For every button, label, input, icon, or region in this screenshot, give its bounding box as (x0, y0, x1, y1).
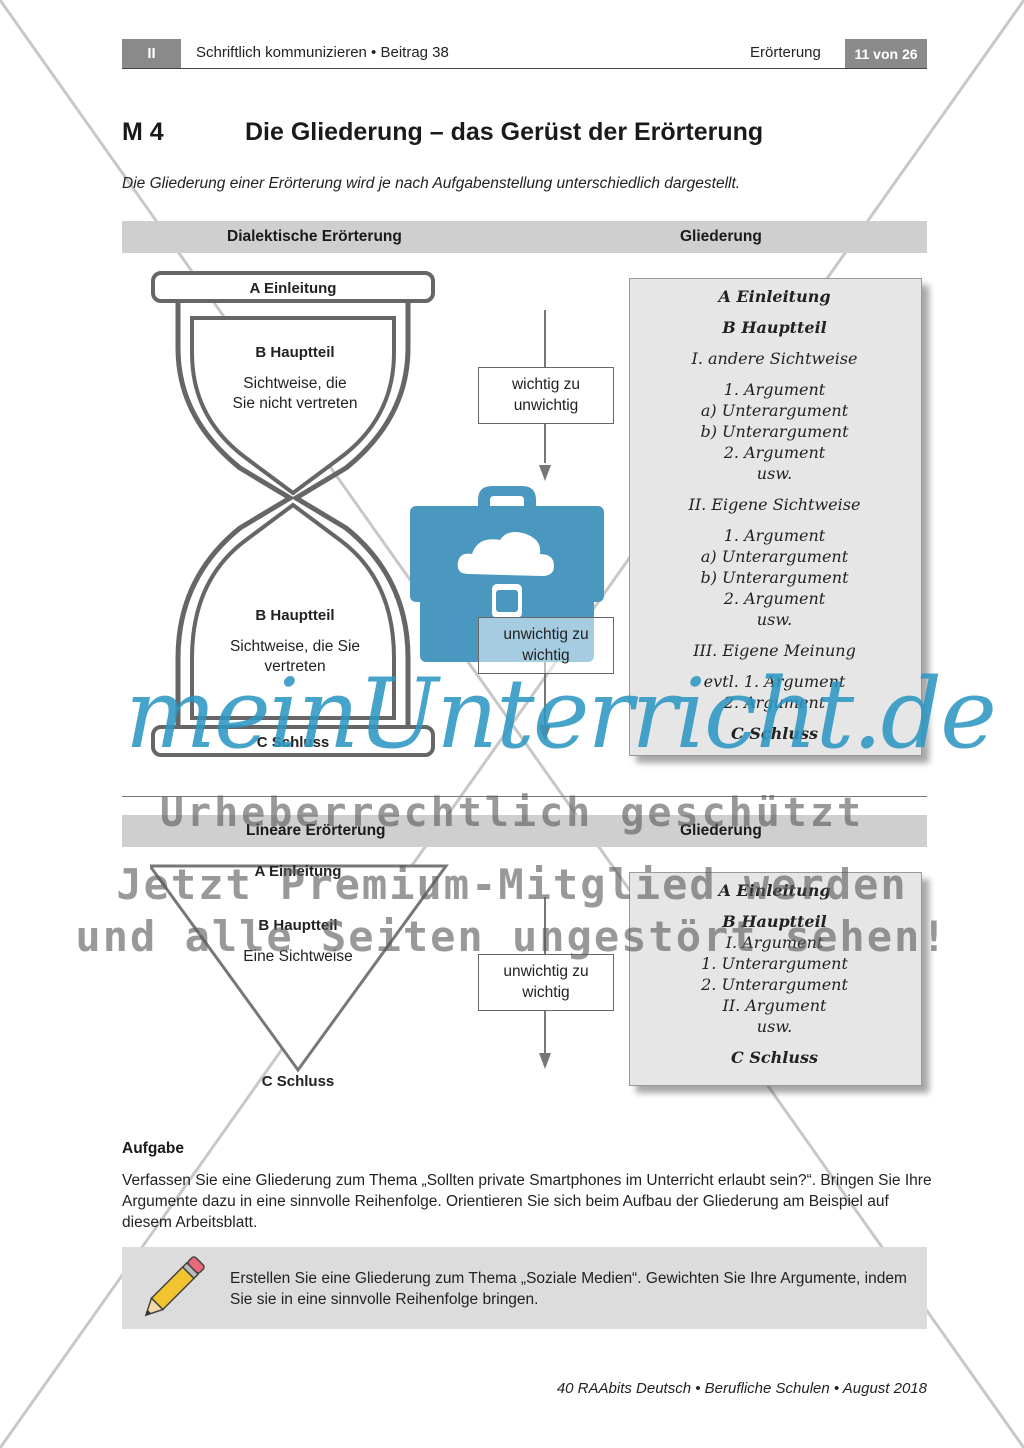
dialectic-intro-label: A Einleitung (249, 280, 337, 297)
linear-main-title: B Hauptteil (258, 917, 338, 934)
linear-arrow-label: unwichtig zu wichtig (478, 954, 614, 1011)
dialectic-outline-panel (629, 278, 922, 756)
section-divider (122, 796, 927, 797)
arrow-label-important-last: unwichtig zu wichtig (478, 617, 614, 674)
outline-line: C Schluss (731, 1048, 818, 1067)
outline-line: A Einleitung (718, 287, 831, 306)
outline-line: I. andere Sichtweise (691, 349, 858, 368)
outline-line: 1. Unterargument (701, 954, 848, 973)
outline-line: 1. Argument (723, 380, 826, 399)
linear-intro-label: A Einleitung (254, 863, 342, 880)
outline-line: a) Unterargument (700, 547, 849, 566)
outline-line: 2. Argument (723, 443, 826, 462)
linear-main-text: Eine Sichtweise (243, 948, 353, 965)
outline-line: B Hauptteil (722, 912, 827, 931)
dialectic-heading: Dialektische Erörterung (227, 228, 402, 245)
linear-band: Lineare Erörterung Gliederung (122, 815, 927, 847)
section-badge: II (122, 39, 181, 68)
arrow-label-important-first: wichtig zu unwichtig (478, 367, 614, 424)
watermark-line-1: Urheberrechtlich geschützt (159, 790, 865, 836)
outline-line: III. Eigene Meinung (693, 641, 856, 660)
task-heading: Aufgabe (122, 1140, 184, 1157)
material-code: M 4 (122, 118, 164, 146)
triangle-diagram (150, 864, 449, 1073)
linear-outline-heading: Gliederung (680, 822, 762, 839)
linear-outline-text: A Einleitung B Hauptteil I. Argument 1. … (629, 880, 920, 1068)
header-title: Schriftlich kommunizieren • Beitrag 38 (196, 44, 449, 61)
outline-line: usw. (756, 1017, 793, 1036)
hourglass-diagram (151, 271, 435, 757)
header-type: Erörterung (750, 44, 821, 61)
dialectic-band: Dialektische Erörterung Gliederung (122, 221, 927, 253)
outline-line: 2. Argument (723, 589, 826, 608)
task-text: Verfassen Sie eine Gliederung zum Thema … (122, 1172, 932, 1231)
intro-text: Die Gliederung einer Erörterung wird je … (122, 175, 741, 192)
lower-main-text: Sichtweise, die Sie vertreten (229, 638, 361, 675)
dialectic-outline-heading: Gliederung (680, 228, 762, 245)
outline-line: evtl. 1. Argument (703, 672, 846, 691)
linear-close-label: C Schluss (261, 1073, 335, 1090)
page-counter: 11 von 26 (845, 39, 927, 68)
outline-line: II. Eigene Sichtweise (688, 495, 861, 514)
outline-line: a) Unterargument (700, 401, 849, 420)
page-footer: 40 RAAbits Deutsch • Berufliche Schulen … (556, 1380, 927, 1397)
pencil-icon (144, 1256, 205, 1317)
outline-line: 2. Argument (723, 693, 826, 712)
outline-line: C Schluss (731, 724, 818, 743)
lower-main-title: B Hauptteil (255, 607, 335, 624)
outline-line: B Hauptteil (722, 318, 827, 337)
outline-line: b) Unterargument (700, 422, 849, 441)
outline-line: usw. (756, 464, 793, 483)
tip-text: Erstellen Sie eine Gliederung zum Thema … (230, 1270, 907, 1308)
outline-line: b) Unterargument (700, 568, 849, 587)
watermark-line-2: Jetzt Premium-Mitglied werden (116, 860, 908, 909)
upper-main-title: B Hauptteil (255, 344, 335, 361)
outline-line: 2. Unterargument (701, 975, 848, 994)
upper-main-text: Sichtweise, die Sie nicht vertreten (232, 375, 358, 412)
dialectic-outline-text: A Einleitung B Hauptteil I. andere Sicht… (629, 286, 920, 744)
outline-line: 1. Argument (723, 526, 826, 545)
watermark-brand: meinUnterricht.de (125, 658, 997, 770)
outline-line: A Einleitung (718, 881, 831, 900)
page-title: Die Gliederung – das Gerüst der Erörteru… (245, 118, 764, 146)
linear-heading: Lineare Erörterung (246, 822, 386, 839)
tip-box (122, 1247, 927, 1329)
outline-line: II. Argument (722, 996, 827, 1015)
outline-line: usw. (756, 610, 793, 629)
header-bar (122, 39, 927, 69)
outline-line: I. Argument (725, 933, 824, 952)
watermark-line-3: und alle Seiten ungestört sehen! (75, 912, 949, 961)
dialectic-close-label: C Schluss (256, 734, 330, 751)
linear-outline-panel (629, 872, 922, 1086)
